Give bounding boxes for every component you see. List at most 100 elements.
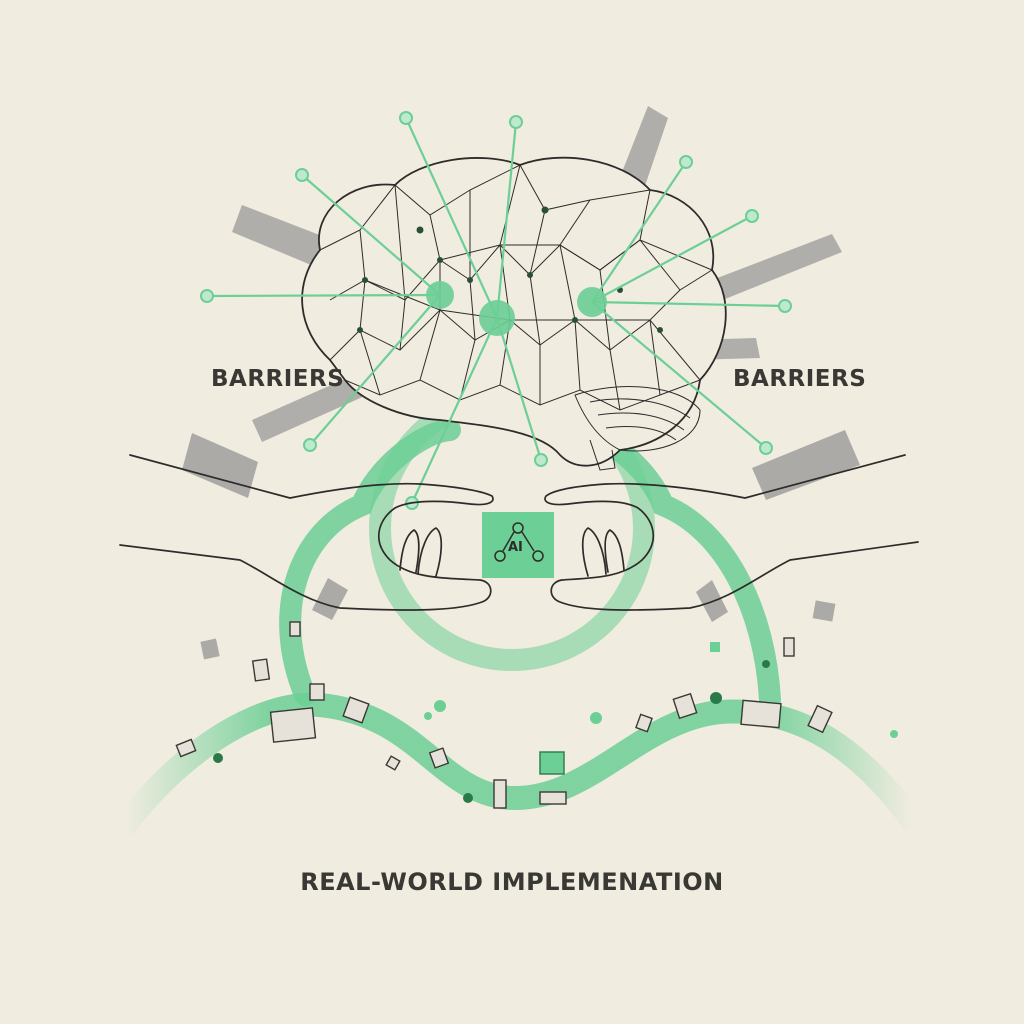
- connector-endpoint: [745, 209, 759, 223]
- cerebellum: [574, 386, 701, 471]
- connector-rays: [206, 117, 786, 504]
- connector-endpoint: [295, 168, 309, 182]
- mesh-line: [439, 244, 601, 271]
- cerebellum-fold: [589, 398, 691, 419]
- brain-outline: [301, 156, 727, 467]
- implementation-label: REAL-WORLD IMPLEMENATION: [300, 868, 724, 896]
- hand-icon: [119, 454, 494, 611]
- mesh-line: [599, 239, 641, 411]
- brain-node: [527, 272, 533, 278]
- cerebellum-outline: [574, 386, 701, 452]
- ai-chip-link: [521, 531, 535, 552]
- barrier-block: [812, 600, 836, 622]
- debris-block: [807, 704, 833, 734]
- particle: [762, 660, 770, 668]
- ai-chip-node: [494, 550, 506, 562]
- brain-node: [416, 226, 424, 234]
- brain-node: [657, 327, 663, 333]
- connector-endpoints: [200, 111, 792, 510]
- debris-block: [428, 747, 450, 769]
- debris: [175, 621, 833, 809]
- debris-block: [539, 791, 567, 805]
- debris-block: [269, 707, 317, 743]
- wave-foundation: [113, 692, 924, 837]
- hand-finger: [417, 527, 443, 577]
- connector-ray: [495, 317, 543, 461]
- mesh-line: [459, 190, 476, 401]
- debris-block: [539, 751, 565, 775]
- ai-chip-icon: [482, 512, 554, 578]
- connector-ray: [206, 293, 441, 298]
- mesh-line: [559, 199, 591, 391]
- connector-ray: [591, 301, 767, 449]
- ai-chip-node: [512, 522, 524, 534]
- mesh-line: [529, 209, 546, 405]
- connector-ray: [591, 161, 687, 303]
- connector-ray: [495, 121, 518, 319]
- connector-endpoint: [679, 155, 693, 169]
- barriers-label-right: BARRIERS: [733, 366, 867, 392]
- debris-block: [251, 658, 271, 682]
- brain-node: [362, 277, 368, 283]
- particle: [890, 730, 898, 738]
- connector-ray: [301, 174, 441, 296]
- hand-finger: [399, 529, 420, 573]
- cerebellum-fold: [597, 412, 685, 431]
- debris-block: [175, 738, 197, 758]
- debris-block: [672, 692, 698, 720]
- mesh-line: [499, 164, 521, 386]
- hand-finger: [581, 527, 607, 577]
- debris-block: [385, 755, 401, 771]
- mesh-line: [359, 229, 381, 396]
- particle: [434, 700, 446, 712]
- connector-endpoint: [534, 453, 548, 467]
- hand-finger: [604, 529, 625, 573]
- particle: [590, 712, 602, 724]
- brain-network-icon: [301, 156, 727, 471]
- particle: [463, 793, 473, 803]
- particle: [213, 753, 223, 763]
- debris-block: [289, 621, 301, 637]
- debris-block: [309, 683, 325, 701]
- connector-ray: [309, 294, 441, 446]
- barrier-block: [200, 638, 220, 660]
- brainstem: [589, 439, 616, 471]
- debris-block: [635, 713, 653, 733]
- connector-endpoint: [759, 441, 773, 455]
- brain-node: [467, 277, 473, 283]
- barrier-block: [312, 578, 348, 620]
- connector-endpoint: [778, 299, 792, 313]
- ai-chip-network: [494, 522, 544, 562]
- debris-block: [710, 642, 720, 652]
- debris-block: [342, 696, 370, 724]
- particles: [213, 660, 898, 803]
- debris-block: [740, 699, 782, 729]
- debris-block: [493, 779, 507, 809]
- mesh-line: [394, 184, 406, 351]
- connector-endpoint: [303, 438, 317, 452]
- debris-block: [783, 637, 795, 657]
- barrier-blocks: [182, 430, 860, 660]
- cerebellum-fold: [605, 426, 677, 441]
- connector-endpoint: [200, 289, 214, 303]
- ai-chip-link: [502, 531, 515, 552]
- barriers-label-left: BARRIERS: [211, 366, 345, 392]
- brain-node: [572, 317, 578, 323]
- ai-chip-node: [532, 550, 544, 562]
- brain-node: [357, 327, 363, 333]
- connector-endpoint: [399, 111, 413, 125]
- hands: [119, 454, 919, 611]
- connector-ray: [404, 117, 499, 319]
- particle: [424, 712, 432, 720]
- connector-ray: [411, 317, 498, 504]
- connector-ray: [591, 215, 753, 303]
- mesh-line: [329, 239, 713, 301]
- hand-icon: [544, 454, 919, 611]
- brain-node: [541, 206, 549, 214]
- connector-ray: [591, 300, 786, 308]
- connector-endpoint: [509, 115, 523, 129]
- brain-node: [437, 257, 443, 263]
- ai-chip-label: AI: [508, 540, 523, 555]
